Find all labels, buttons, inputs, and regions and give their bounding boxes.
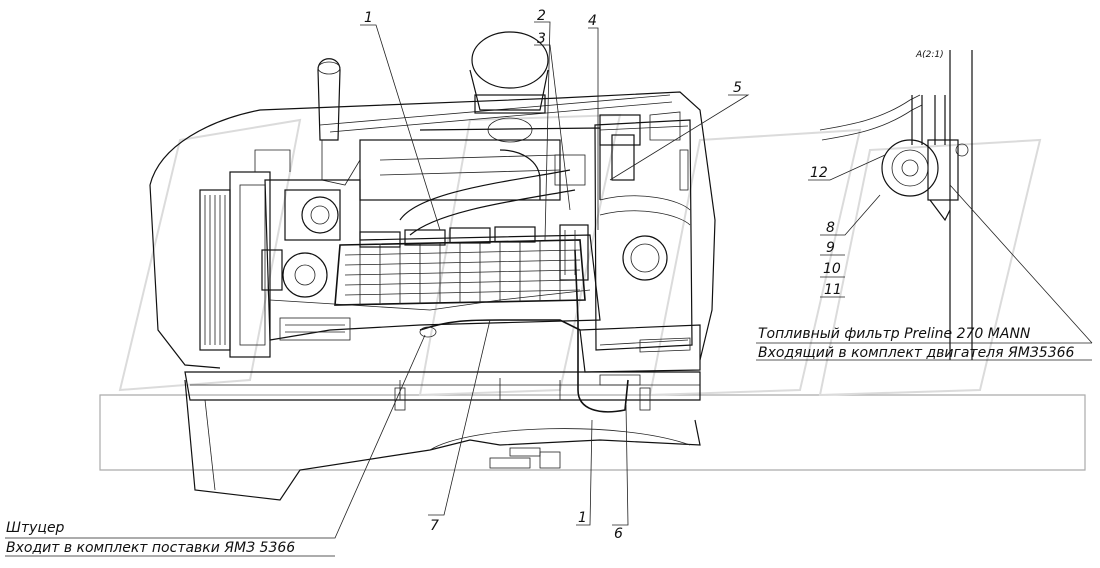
air-filter-housing: [469, 31, 549, 143]
intake-ducting: [359, 127, 601, 236]
callout-2: 2: [537, 8, 546, 24]
fitting-note-line2: Входит в комплект поставки ЯМЗ 5366: [6, 540, 295, 556]
fuel-filter-note-line2: Входящий в комплект двигателя ЯМЗ5366: [758, 345, 1075, 361]
fitting-note-line1: Штуцер: [6, 520, 65, 536]
callout-4: 4: [588, 13, 597, 29]
detail-view-a: А(2:1): [819, 50, 973, 360]
radiator: [199, 149, 291, 358]
callout-12: 12: [810, 165, 828, 181]
engine-block: [261, 179, 601, 341]
fuel-filter-note-line1: Топливный фильтр Preline 270 MANN: [758, 326, 1031, 342]
fuel-line: [574, 249, 641, 413]
leader-lines: [5, 21, 1093, 539]
notes: Топливный фильтр Preline 270 MANN Входящ…: [5, 326, 1092, 557]
callout-5: 5: [733, 80, 742, 96]
callout-8: 8: [826, 220, 835, 236]
watermark: [99, 113, 1086, 471]
callout-11: 11: [824, 282, 842, 298]
callout-9: 9: [826, 240, 835, 256]
generator-housing: [579, 111, 701, 373]
callout-3: 3: [537, 31, 546, 47]
callout-10: 10: [823, 261, 841, 277]
callout-6: 6: [614, 526, 623, 542]
callout-7: 7: [430, 518, 439, 534]
callout-1-top: 1: [364, 10, 373, 26]
base-frame: [184, 371, 701, 411]
exhaust-pipe: [317, 58, 361, 186]
view-label: А(2:1): [915, 50, 944, 60]
bottom-cradle: [184, 379, 701, 501]
callout-1-bottom: 1: [578, 510, 587, 526]
callout-numbers: 1 2 3 4 5 7 1 6 12 8 9 10 11: [364, 8, 842, 542]
